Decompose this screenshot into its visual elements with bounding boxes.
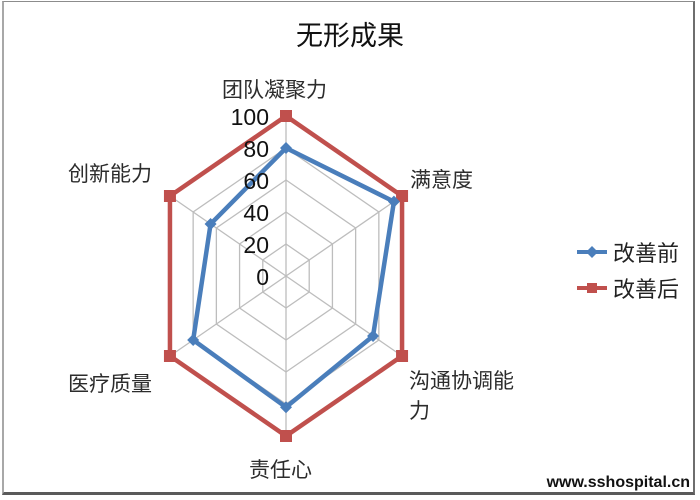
- data-point-marker: [187, 334, 200, 346]
- axis-label-communication-line2: 力: [409, 399, 430, 423]
- axis-label-communication: 沟通协调能 力: [409, 366, 514, 426]
- axis-spoke: [285, 195, 403, 277]
- data-point-marker: [396, 190, 409, 202]
- legend-label-after: 改善后: [613, 278, 680, 303]
- radial-tick-label: 60: [243, 168, 269, 194]
- data-point-marker: [367, 330, 380, 342]
- axis-spoke: [285, 275, 403, 357]
- data-point-marker: [387, 195, 400, 208]
- radial-tick-label: 0: [256, 264, 269, 290]
- data-point-marker: [280, 430, 292, 442]
- square-marker-icon: [577, 283, 607, 293]
- axis-label-communication-line1: 沟通协调能: [409, 369, 514, 393]
- data-point-marker: [163, 350, 176, 362]
- chart-frame: [2, 1, 695, 495]
- legend-item-after: 改善后: [577, 270, 679, 306]
- axis-spoke: [169, 275, 287, 357]
- radial-tick-label: 100: [231, 104, 269, 130]
- legend-item-before: 改善前: [577, 234, 679, 270]
- data-point-marker: [163, 190, 176, 202]
- axis-label-medical-quality: 医疗质量: [68, 372, 152, 396]
- axis-label-innovation: 创新能力: [68, 162, 152, 186]
- radial-tick-label: 80: [243, 136, 269, 162]
- data-point-marker: [280, 401, 292, 414]
- watermark: www.sshospital.cn: [546, 474, 690, 491]
- data-point-marker: [396, 350, 409, 362]
- radial-tick-label: 40: [243, 200, 269, 226]
- series-line: [190, 145, 397, 411]
- diamond-marker-icon: [577, 246, 607, 258]
- data-point-marker: [204, 218, 217, 230]
- axis-label-satisfaction: 满意度: [410, 168, 473, 192]
- legend-label-before: 改善前: [613, 242, 680, 267]
- data-point-marker: [280, 142, 292, 154]
- radial-tick-label: 20: [243, 232, 269, 258]
- data-point-marker: [280, 110, 292, 122]
- axis-label-responsibility: 责任心: [249, 458, 312, 482]
- axis-spoke: [169, 195, 287, 277]
- chart-title: 无形成果: [296, 21, 404, 52]
- axis-label-team-cohesion: 团队凝聚力: [222, 78, 327, 102]
- legend: 改善前 改善后: [577, 234, 679, 306]
